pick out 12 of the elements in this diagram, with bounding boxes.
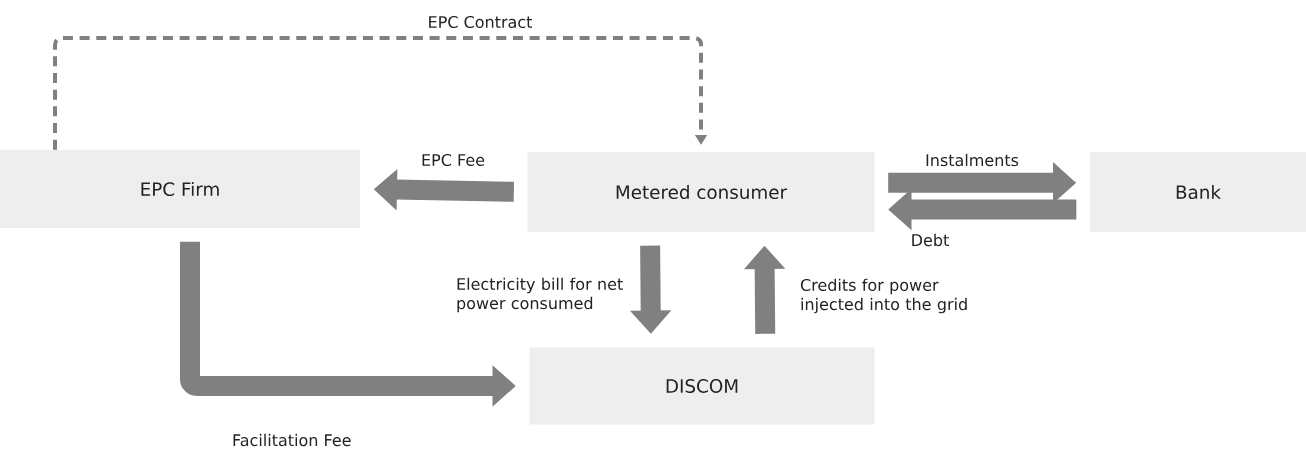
edge-label: Instalments	[926, 153, 1019, 167]
process-box: DISCOM	[529, 347, 875, 425]
edge-label: EPC Contract	[429, 15, 533, 29]
process-box: EPC Firm	[0, 150, 360, 228]
edge-label: Debt	[912, 233, 949, 247]
process-box: Bank	[1090, 152, 1306, 232]
edge-label: Credits for power injected into the grid	[800, 278, 967, 314]
edge-label: Facilitation Fee	[233, 433, 351, 447]
arrow	[53, 36, 708, 150]
edge-label: Electricity bill for net power consumed	[457, 277, 623, 313]
process-box: Metered consumer	[527, 152, 875, 232]
edge-label: EPC Fee	[422, 153, 485, 167]
